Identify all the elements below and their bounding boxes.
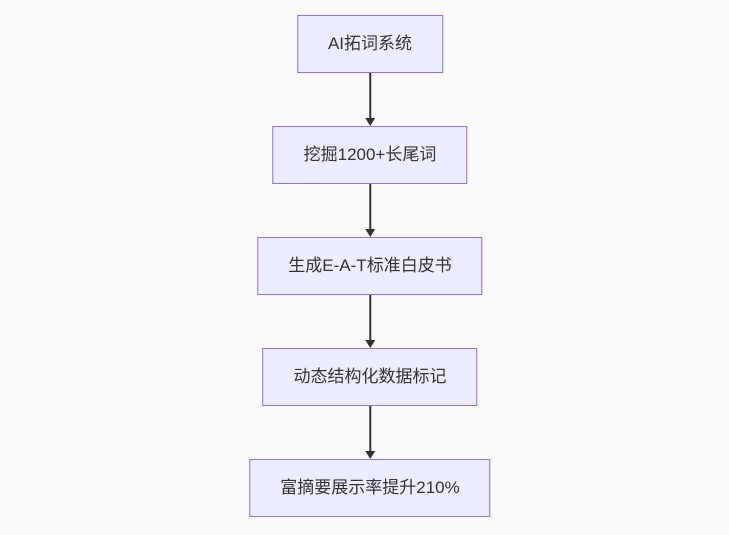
arrow-line <box>368 295 371 340</box>
flowchart-node-eat-whitepaper: 生成E-A-T标准白皮书 <box>257 237 483 295</box>
arrow-line <box>368 184 371 229</box>
flowchart-node-structured-data: 动态结构化数据标记 <box>262 348 478 406</box>
node-label: AI拓词系统 <box>327 34 413 53</box>
node-label: 动态结构化数据标记 <box>293 367 447 386</box>
flow-arrow <box>364 406 375 459</box>
flowchart-node-rich-snippet-rate: 富摘要展示率提升210% <box>249 459 491 517</box>
arrow-head-icon <box>364 229 375 237</box>
flow-arrow <box>364 184 375 237</box>
arrow-head-icon <box>364 340 375 348</box>
flow-arrow <box>364 73 375 126</box>
node-label: 生成E-A-T标准白皮书 <box>288 256 452 275</box>
node-label: 挖掘1200+长尾词 <box>303 145 437 164</box>
flow-arrow <box>364 295 375 348</box>
arrow-head-icon <box>364 451 375 459</box>
arrow-line <box>368 406 371 451</box>
flowchart-node-longtail-keywords: 挖掘1200+长尾词 <box>272 126 468 184</box>
flowchart-node-ai-word-system: AI拓词系统 <box>296 15 444 73</box>
flowchart: AI拓词系统 挖掘1200+长尾词 生成E-A-T标准白皮书 动态结构化数据标记… <box>249 15 491 517</box>
arrow-line <box>368 73 371 118</box>
arrow-head-icon <box>364 118 375 126</box>
node-label: 富摘要展示率提升210% <box>280 478 460 497</box>
